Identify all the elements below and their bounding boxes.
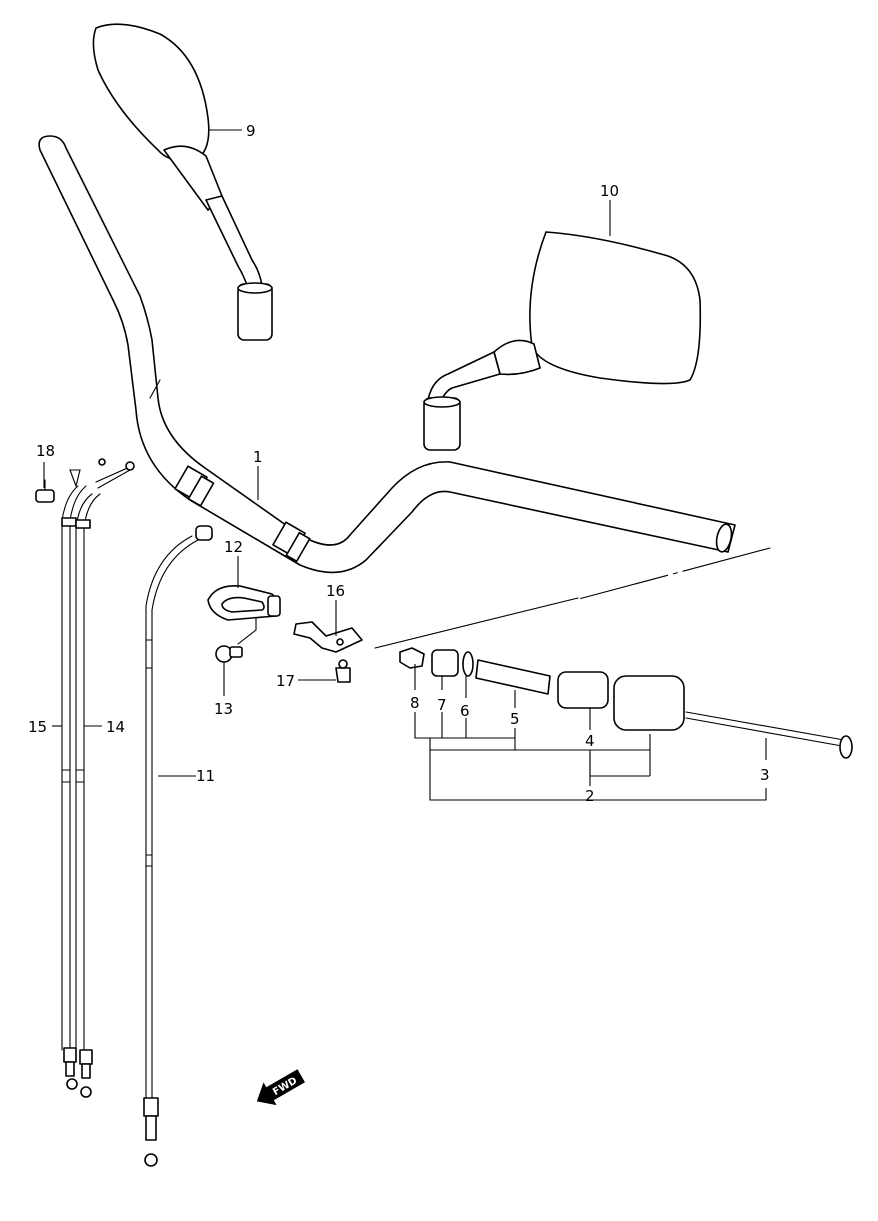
part-7-spacer [431,649,459,677]
callout-1: 1 [253,448,263,466]
callout-3: 3 [760,766,770,784]
part-6-washer [462,651,474,677]
cable-bracket [293,621,363,683]
throttle-cables [61,458,135,1098]
callout-15: 15 [28,718,47,736]
callout-17: 17 [276,672,295,690]
part-5-sleeve [475,659,551,695]
callout-13: 13 [214,700,233,718]
cable-clamp [207,584,281,663]
part-3-bolt [685,711,845,741]
callout-10: 10 [600,182,619,200]
callout-5: 5 [510,710,520,728]
callout-11: 11 [196,767,215,785]
callout-12: 12 [224,538,243,556]
part-8-collar [399,647,425,669]
callout-4: 4 [585,732,595,750]
callout-6: 6 [460,702,470,720]
callouts: 1 2 3 4 5 6 7 8 9 10 11 12 13 14 15 16 1… [28,122,770,805]
callout-16: 16 [326,582,345,600]
screw-18 [35,479,55,503]
bar-end-weight-assembly [374,547,853,759]
leader-lines [43,129,767,801]
callout-2: 2 [585,787,595,805]
callout-7: 7 [437,696,447,714]
callout-9: 9 [246,122,256,140]
handlebar [38,135,736,574]
callout-18: 18 [36,442,55,460]
clutch-cable [143,525,213,1167]
right-mirror [423,231,702,451]
part-4-bushing [557,671,609,709]
callout-14: 14 [106,718,125,736]
callout-8: 8 [410,694,420,712]
part-2-weight [613,675,685,731]
left-mirror [92,23,273,341]
fwd-arrow-icon: FWD [256,1069,305,1106]
